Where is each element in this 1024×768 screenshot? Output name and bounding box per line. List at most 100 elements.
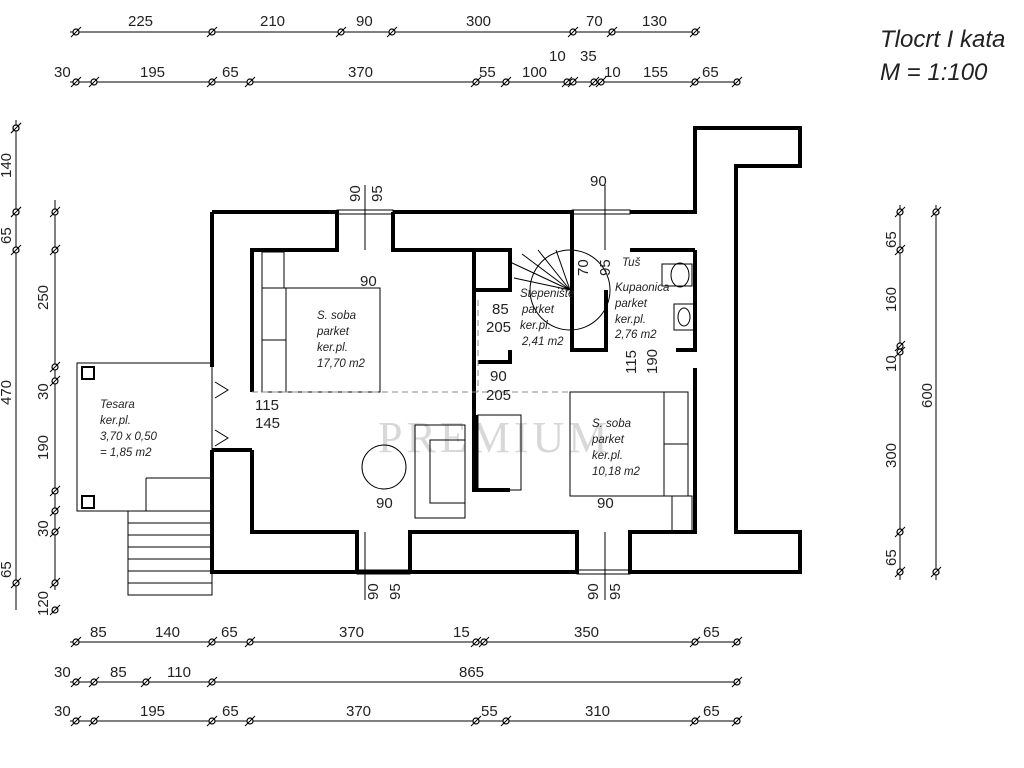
dimension-tick-slash [206,26,218,38]
room-floor: parket [614,298,648,310]
dim-label: 55 [481,703,498,720]
room-label-bathroom: Kupaonica parket ker.pl. 2,76 m2 [614,282,669,341]
dimension-tick-slash [206,715,218,727]
dim-label: 470 [0,380,15,405]
dim-label: 85 [110,664,127,681]
room-label-terrace: Tesara ker.pl. 3,70 x 0,50 = 1,85 m2 [100,399,158,459]
dim-label: 30 [35,383,52,400]
dim-label: 70 [575,259,592,276]
dimension-tick-slash [88,715,100,727]
room-floor-alt: ker.pl. [520,320,551,332]
dim-label: 160 [883,287,900,312]
dimension-tick-slash [894,206,906,218]
dim-label: 30 [54,703,71,720]
plan-scale: M = 1:100 [880,59,988,86]
dimension-tick-slash [49,375,61,387]
dim-label: 205 [486,387,511,404]
dim-label: 10 [604,64,621,81]
room-name: Kupaonica [615,282,669,294]
dimension-tick-slash [10,244,22,256]
dim-label: 35 [580,48,597,65]
dim-label: 10 [549,48,566,65]
round-table [361,444,407,490]
dimension-tick-slash [49,361,61,373]
dimension-tick-slash [567,26,579,38]
dim-label: 145 [255,415,280,432]
dimension-tick-slash [731,715,743,727]
dim-label: 65 [0,227,15,244]
dimension-tick-slash [70,636,82,648]
dim-label: 225 [128,13,153,30]
room-floor-alt: ker.pl. [592,450,623,462]
dimension-tick-slash [88,76,100,88]
dim-label: 30 [54,64,71,81]
dimension-tick-slash [244,715,256,727]
dimension-tick-slash [49,206,61,218]
dimension-tick-slash [478,636,490,648]
dimension-tick-slash [206,76,218,88]
room-name: Tesara [100,399,135,411]
shower-label: Tuš [622,257,641,269]
dim-label: 190 [644,349,661,374]
dim-label: 155 [643,64,668,81]
room-floor: ker.pl. [100,415,131,427]
dimension-tick-slash [10,122,22,134]
dim-label: 210 [260,13,285,30]
dim-label: 10 [883,355,900,372]
dim-label: 95 [607,583,624,600]
dim-label: 65 [222,64,239,81]
dimension-tick-slash [244,76,256,88]
room-label-bedroom-2: S. soba parket ker.pl. 10,18 m2 [591,418,641,478]
dim-label: 70 [586,13,603,30]
dimension-tick-slash [244,636,256,648]
spiral-stair [509,249,611,331]
room-area: = 1,85 m2 [100,447,152,459]
dim-label: 110 [167,664,191,681]
dimension-tick-slash [206,676,218,688]
dim-label: 100 [522,64,547,81]
dim-label: 350 [574,624,599,641]
dim-label: 370 [339,624,364,641]
dimension-tick-slash [70,26,82,38]
dimension-tick-slash [930,566,942,578]
dim-label: 310 [585,703,610,720]
steps [127,477,213,596]
dimension-tick-slash [894,244,906,256]
dimension-tick-slash [894,340,906,352]
dim-label: 65 [0,561,15,578]
room-floor-alt: ker.pl. [317,342,348,354]
dim-label: 300 [466,13,491,30]
room-name: Stepenište [520,288,574,300]
dimension-tick-slash [588,76,600,88]
dimension-tick-slash [386,26,398,38]
watermark-text: PREMIUM [378,413,611,462]
dimension-tick-slash [500,76,512,88]
dimension-tick-slash [731,76,743,88]
dimension-tick-slash [88,676,100,688]
dimension-tick-slash [894,346,906,358]
dim-label: 115 [623,350,640,374]
room-area: 2,41 m2 [521,336,564,348]
dimension-tick-slash [470,715,482,727]
dimension-tick-slash [470,636,482,648]
dimension-tick-slash [689,636,701,648]
dim-label: 90 [356,13,373,30]
dim-label: 65 [883,231,900,248]
dimension-tick-slash [70,76,82,88]
dim-label: 250 [35,285,52,310]
dim-label: 140 [155,624,180,641]
dimension-tick-slash [10,206,22,218]
room-floor: parket [521,304,555,316]
dimension-chains [10,26,942,727]
dim-label: 205 [486,319,511,336]
plan-title: Tlocrt I kata [880,26,1005,53]
dimension-tick-slash [70,676,82,688]
dimension-tick-slash [10,577,22,589]
toilet-bowl [670,262,690,288]
dim-label: 15 [453,624,470,641]
dim-label: 140 [0,153,15,178]
dim-label: 120 [35,591,52,616]
dim-label: 95 [597,259,614,276]
dim-label: 370 [348,64,373,81]
